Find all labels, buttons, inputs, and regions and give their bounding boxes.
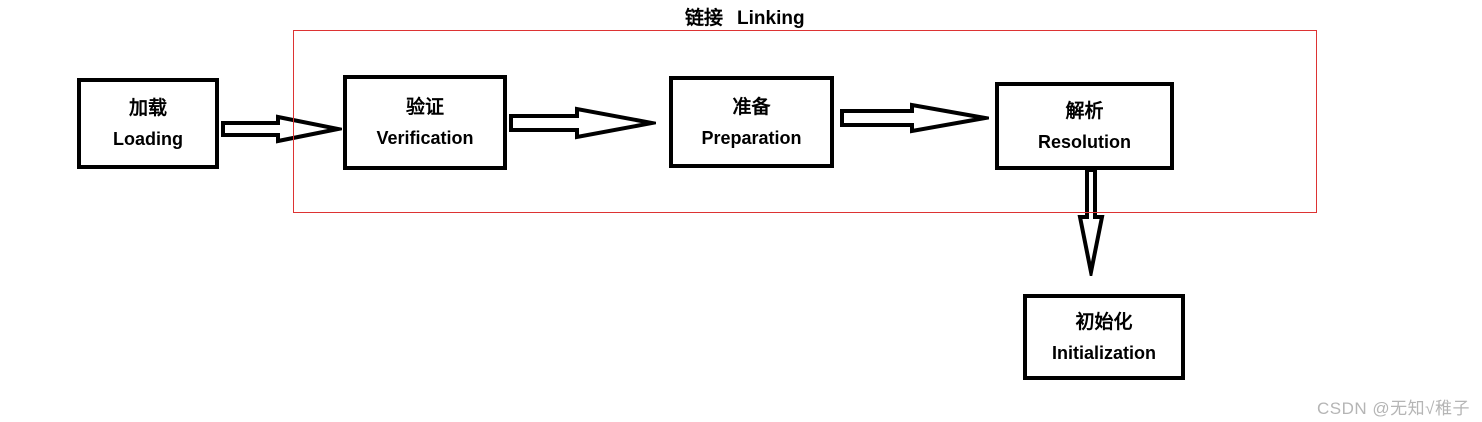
csdn-watermark: CSDN @无知√稚子: [1317, 399, 1470, 418]
linking-title-en: Linking: [737, 8, 805, 29]
node-initialization-label-zh: 初始化: [1075, 311, 1133, 333]
linking-group-title: 链接 Linking: [685, 7, 805, 30]
node-preparation: 准备 Preparation: [669, 76, 834, 168]
node-verification-label-zh: 验证: [405, 97, 444, 118]
node-preparation-label-en: Preparation: [701, 127, 802, 148]
node-preparation-label-zh: 准备: [732, 96, 771, 118]
node-resolution-label-en: Resolution: [1038, 131, 1131, 152]
arrow-preparation-to-resolution-icon: [839, 99, 989, 137]
arrow-resolution-to-initialization-icon: [1077, 168, 1105, 276]
node-resolution: 解析 Resolution: [995, 82, 1174, 170]
linking-title-zh: 链接: [685, 8, 724, 29]
node-verification: 验证 Verification: [343, 75, 507, 170]
node-verification-label-en: Verification: [376, 128, 474, 148]
node-loading: 加载 Loading: [77, 78, 219, 169]
node-initialization-label-en: Initialization: [1051, 342, 1156, 363]
arrow-loading-to-verification-icon: [220, 110, 342, 148]
node-initialization: 初始化 Initialization: [1023, 294, 1185, 380]
arrow-verification-to-preparation-icon: [508, 104, 656, 144]
node-resolution-label-zh: 解析: [1065, 100, 1104, 122]
node-loading-label-en: Loading: [113, 129, 183, 149]
node-loading-label-zh: 加载: [128, 98, 167, 119]
